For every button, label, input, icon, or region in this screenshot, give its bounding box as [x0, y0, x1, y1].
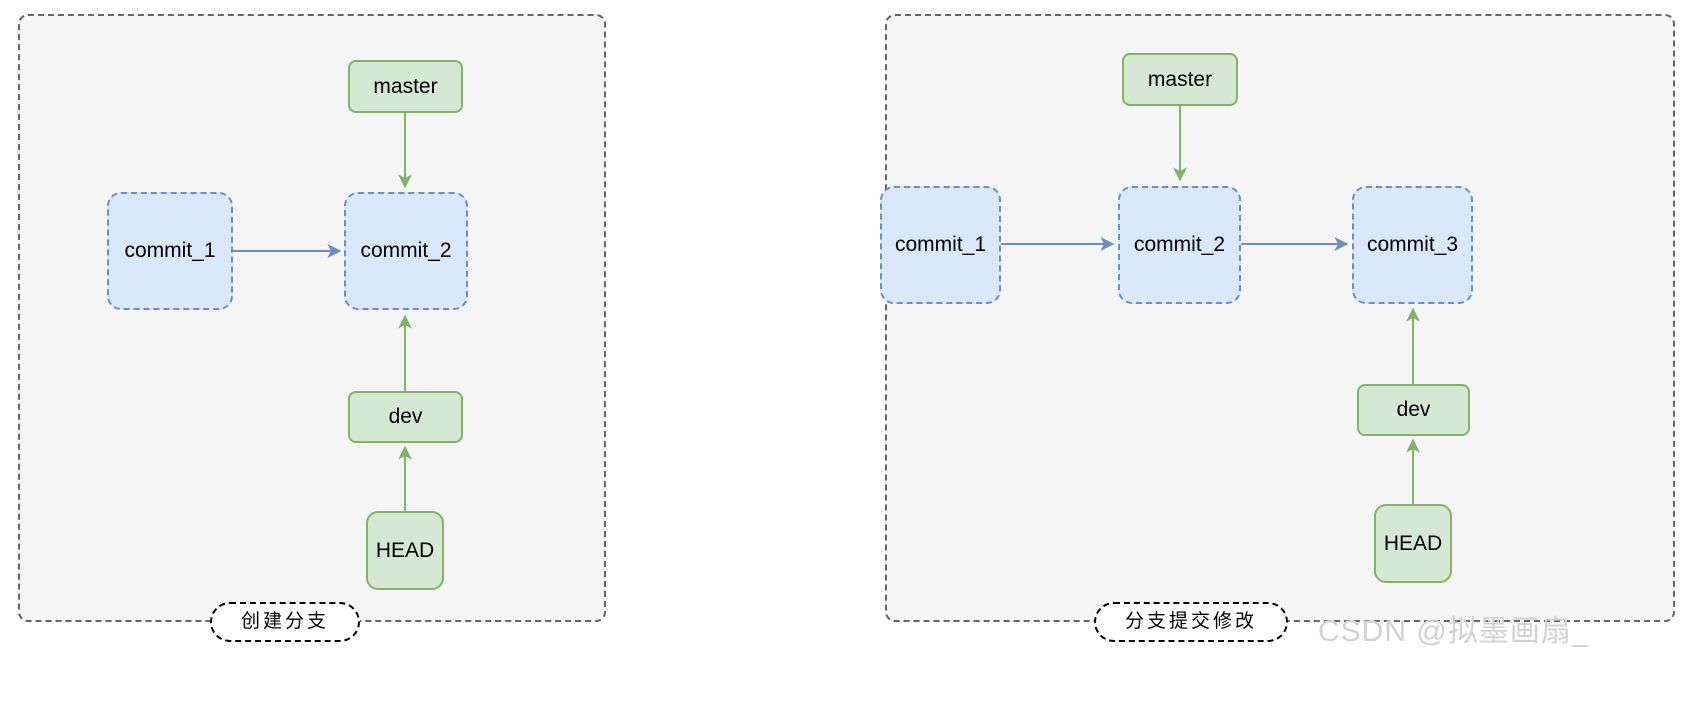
node-left-commit-2[interactable]: commit_2 — [344, 192, 468, 310]
node-right-master[interactable]: master — [1122, 53, 1238, 106]
node-label: HEAD — [1383, 531, 1443, 555]
watermark: CSDN @拟墨画扇_ — [1318, 615, 1590, 648]
node-label: commit_1 — [894, 233, 987, 256]
node-left-master[interactable]: master — [348, 60, 463, 113]
node-right-commit-1[interactable]: commit_1 — [880, 186, 1001, 304]
node-label: dev — [1396, 398, 1431, 421]
node-label: commit_2 — [1133, 233, 1226, 256]
node-right-dev[interactable]: dev — [1357, 384, 1470, 436]
panel-branch-commit — [885, 14, 1675, 622]
node-label: commit_3 — [1366, 233, 1459, 256]
node-label: commit_1 — [124, 239, 216, 262]
node-left-dev[interactable]: dev — [348, 391, 463, 443]
node-label: master — [373, 74, 438, 98]
panel-create-branch — [18, 14, 606, 622]
node-label: master — [1147, 67, 1213, 91]
node-right-commit-2[interactable]: commit_2 — [1118, 186, 1241, 304]
node-left-commit-1[interactable]: commit_1 — [107, 192, 233, 310]
node-left-head[interactable]: HEAD — [366, 511, 444, 590]
node-label: commit_2 — [360, 239, 452, 262]
panel-caption-branch-commit: 分支提交修改 — [1094, 602, 1288, 642]
node-right-head[interactable]: HEAD — [1374, 504, 1452, 583]
node-right-commit-3[interactable]: commit_3 — [1352, 186, 1473, 304]
node-label: HEAD — [375, 538, 435, 562]
node-label: dev — [388, 405, 423, 428]
panel-caption-create-branch: 创建分支 — [210, 602, 360, 642]
